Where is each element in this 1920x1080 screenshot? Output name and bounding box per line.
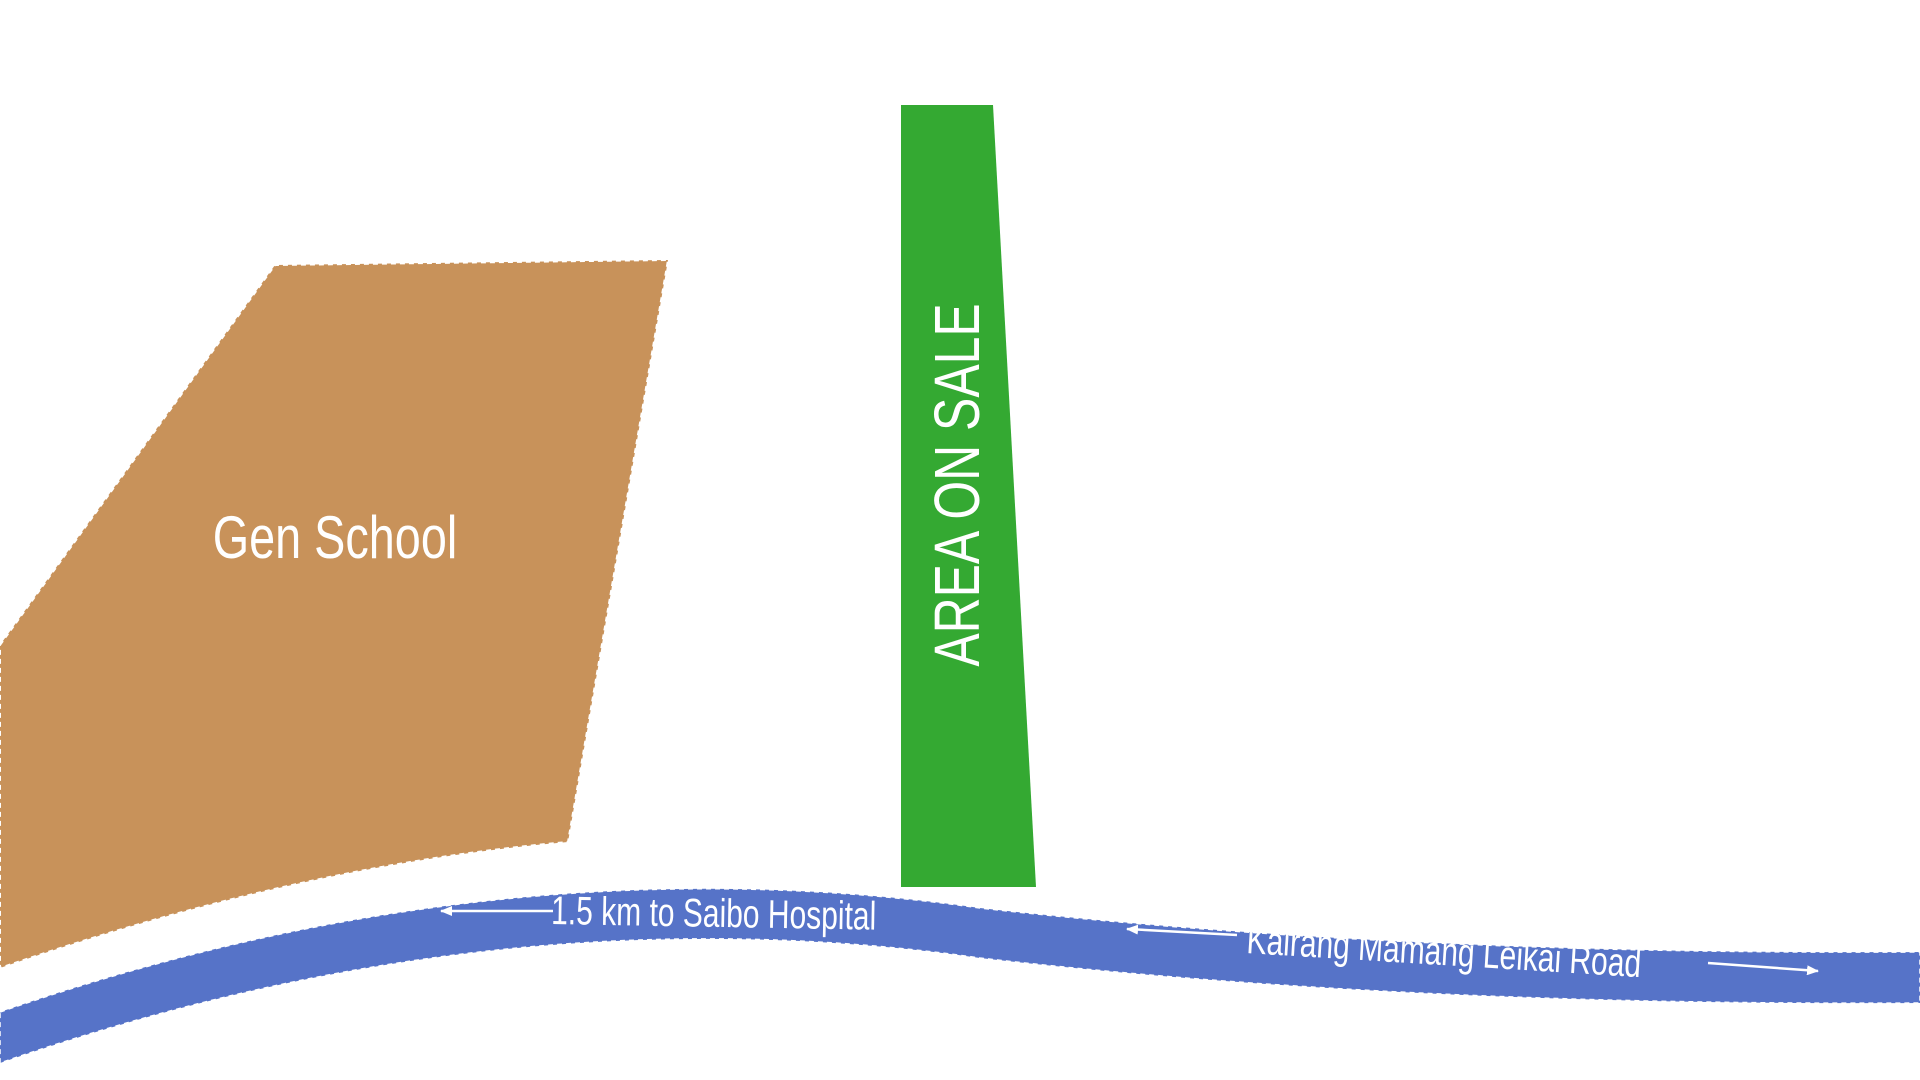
- road-arrow-left-icon: [1126, 924, 1238, 937]
- school-area: [0, 258, 670, 970]
- hospital-distance-label: 1.5 km to Saibo Hospital: [551, 889, 877, 939]
- plot-area: [901, 105, 1036, 887]
- road-arrow-right-icon: [1707, 961, 1819, 976]
- plot-label: AREA ON SALE: [922, 303, 993, 666]
- road: [0, 887, 1920, 1064]
- school-label: Gen School: [213, 504, 458, 571]
